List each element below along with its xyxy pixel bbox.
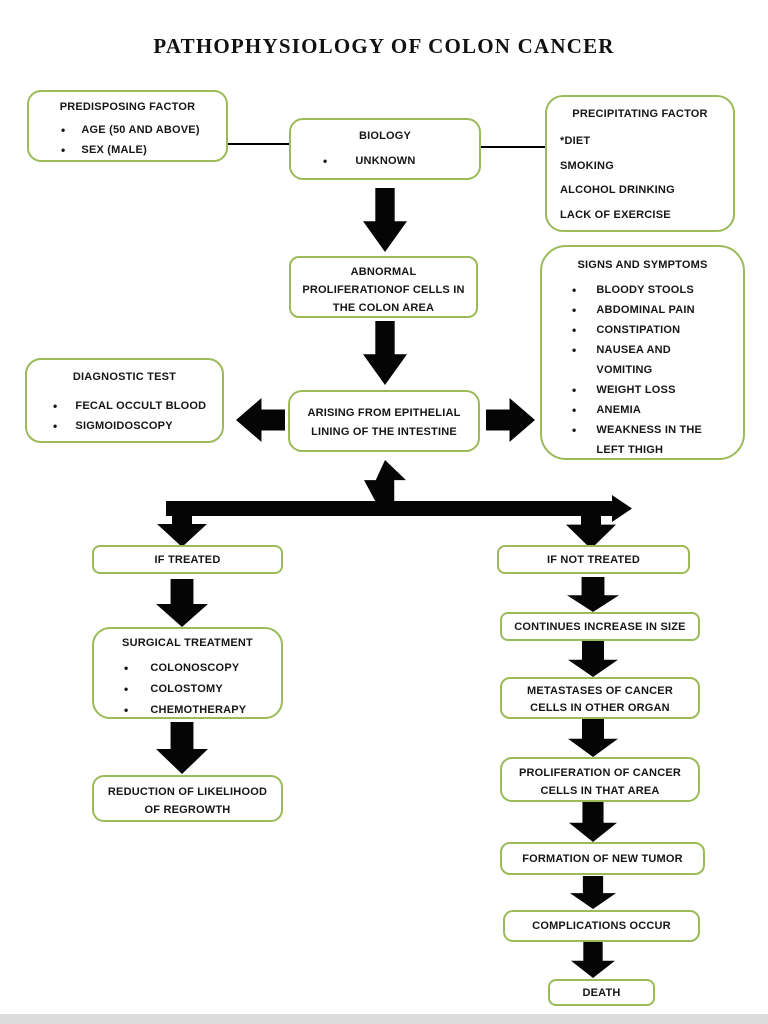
- arrow-branch-left-down-icon: [157, 516, 207, 547]
- box-surgical-treatment: SURGICAL TREATMENT COLONOSCOPY COLOSTOMY…: [92, 627, 283, 719]
- list-item: UNKNOWN: [291, 153, 479, 169]
- list-item: WEIGHT LOSS: [542, 380, 743, 400]
- arrow-metastases-to-proliferation-icon: [568, 719, 618, 757]
- bullet-icon: [572, 320, 576, 340]
- bullet-icon: [572, 300, 576, 320]
- box-reduction-of-likelihood: REDUCTION OF LIKELIHOOD OF REGROWTH: [92, 775, 283, 822]
- list-item: WEAKNESS IN THE LEFT THIGH: [542, 420, 743, 460]
- connector-biology-precipitating: [481, 146, 545, 148]
- arrow-iftreated-to-surgical-icon: [156, 579, 208, 627]
- list-item: ANEMIA: [542, 400, 743, 420]
- list-item: *DIET: [560, 135, 591, 147]
- box-if-not-treated: IF NOT TREATED: [497, 545, 690, 574]
- bullet-icon: [124, 658, 128, 679]
- box-precipitating-factor: PRECIPITATING FACTOR *DIET SMOKING ALCOH…: [545, 95, 735, 232]
- box-death: DEATH: [548, 979, 655, 1006]
- arrow-formation-to-complications-icon: [570, 876, 616, 909]
- bullet-icon: [61, 140, 65, 160]
- page-bottom-edge: [0, 1014, 768, 1024]
- arrow-complications-to-death-icon: [571, 942, 615, 978]
- bullet-icon: [53, 396, 57, 416]
- list-item: SIGMOIDOSCOPY: [27, 416, 222, 436]
- box-complications-occur: COMPLICATIONS OCCUR: [503, 910, 700, 942]
- branch-bar: [166, 501, 618, 516]
- box-proliferation-of-cancer: PROLIFERATION OF CANCER CELLS IN THAT AR…: [500, 757, 700, 802]
- bullet-icon: [572, 280, 576, 300]
- connector-predisposing-biology: [228, 143, 289, 145]
- list-item: NAUSEA AND VOMITING: [542, 340, 743, 380]
- box-continues-increase: CONTINUES INCREASE IN SIZE: [500, 612, 700, 641]
- arrow-up-to-arising-icon: [364, 460, 406, 502]
- bullet-icon: [61, 120, 65, 140]
- list-item: SEX (MALE): [29, 140, 226, 160]
- arrow-surgical-to-reduction-icon: [156, 722, 208, 774]
- bullet-icon: [53, 416, 57, 436]
- list-item: ALCOHOL DRINKING: [560, 184, 675, 196]
- bullet-icon: [572, 380, 576, 400]
- branch-bar-right-tip-icon: [612, 495, 632, 522]
- page-title: PATHOPHYSIOLOGY OF COLON CANCER: [153, 34, 615, 58]
- bullet-icon: [572, 420, 576, 440]
- arrow-abnormal-to-arising-icon: [363, 321, 407, 385]
- list-item: AGE (50 AND ABOVE): [29, 120, 226, 140]
- list-item: BLOODY STOOLS: [542, 280, 743, 300]
- arrow-continues-to-metastases-icon: [568, 641, 618, 677]
- list-item: SMOKING: [560, 159, 614, 172]
- box-title: BIOLOGY: [358, 130, 412, 142]
- list-item: COLONOSCOPY: [94, 658, 281, 679]
- list-item: ABDOMINAL PAIN: [542, 300, 743, 320]
- box-title: PRECIPITATING FACTOR: [572, 108, 708, 120]
- list-item: CONSTIPATION: [542, 320, 743, 340]
- box-biology: BIOLOGY UNKNOWN: [289, 118, 481, 180]
- bullet-icon: [323, 153, 327, 169]
- list-item: LACK OF EXERCISE: [560, 208, 671, 221]
- box-title: SURGICAL TREATMENT: [122, 637, 253, 649]
- box-abnormal-proliferation: ABNORMAL PROLIFERATIONOF CELLS IN THE CO…: [289, 256, 478, 318]
- box-arising-from-epithelial: ARISING FROM EPITHELIAL LINING OF THE IN…: [288, 390, 480, 452]
- arrow-to-signs-symptoms-icon: [486, 398, 535, 442]
- box-title: DIAGNOSTIC TEST: [72, 371, 177, 383]
- list-item: FECAL OCCULT BLOOD: [27, 396, 222, 416]
- bullet-icon: [572, 400, 576, 420]
- box-formation-of-new-tumor: FORMATION OF NEW TUMOR: [500, 842, 705, 875]
- list-item: CHEMOTHERAPY: [94, 700, 281, 721]
- arrow-ifnottreated-to-continues-icon: [567, 577, 619, 612]
- box-signs-and-symptoms: SIGNS AND SYMPTOMS BLOODY STOOLS ABDOMIN…: [540, 245, 745, 460]
- box-title: SIGNS AND SYMPTOMS: [577, 259, 708, 271]
- box-title: PREDISPOSING FACTOR: [59, 101, 196, 113]
- arrow-proliferation-to-formation-icon: [569, 802, 617, 842]
- list-item: COLOSTOMY: [94, 679, 281, 700]
- arrow-biology-to-abnormal-icon: [363, 188, 407, 252]
- box-metastases: METASTASES OF CANCER CELLS IN OTHER ORGA…: [500, 677, 700, 719]
- box-predisposing-factor: PREDISPOSING FACTOR AGE (50 AND ABOVE) S…: [27, 90, 228, 162]
- box-if-treated: IF TREATED: [92, 545, 283, 574]
- box-diagnostic-test: DIAGNOSTIC TEST FECAL OCCULT BLOOD SIGMO…: [25, 358, 224, 443]
- bullet-icon: [124, 679, 128, 700]
- bullet-icon: [572, 340, 576, 360]
- arrow-to-diagnostic-test-icon: [236, 398, 285, 442]
- bullet-icon: [124, 700, 128, 721]
